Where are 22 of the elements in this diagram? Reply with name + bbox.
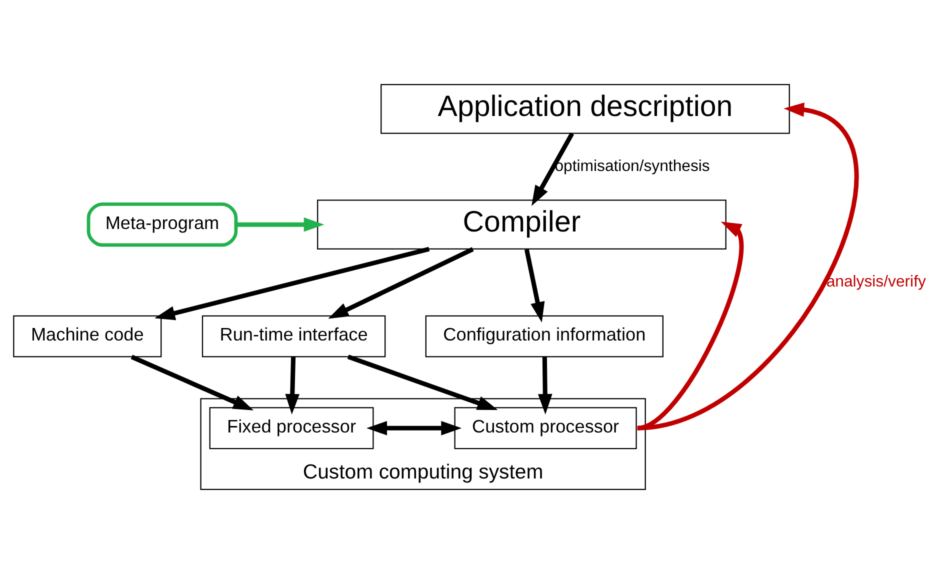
arrow bbox=[328, 247, 474, 319]
arrow bbox=[130, 354, 254, 410]
arrow bbox=[284, 356, 300, 414]
node-box: Custom processor bbox=[454, 407, 636, 450]
node-box: Compiler bbox=[316, 200, 726, 250]
arrow bbox=[154, 246, 430, 320]
edge-label: optimisation/synthesis bbox=[554, 158, 710, 175]
arrow bbox=[366, 420, 462, 436]
arrow bbox=[531, 132, 574, 206]
node-box: Meta-program bbox=[86, 202, 238, 247]
node-box: Application description bbox=[380, 84, 790, 134]
node-box: Fixed processor bbox=[208, 407, 374, 450]
arrow bbox=[524, 249, 544, 323]
arrow bbox=[636, 102, 858, 430]
node-box: Machine code bbox=[12, 315, 162, 358]
node-box: Run-time interface bbox=[201, 315, 386, 358]
arrow bbox=[346, 354, 498, 410]
node-box: Configuration information bbox=[424, 315, 663, 358]
arrow bbox=[636, 222, 743, 430]
edge-label: analysis/verify bbox=[826, 274, 926, 291]
arrow bbox=[235, 217, 324, 232]
arrow bbox=[537, 356, 552, 414]
